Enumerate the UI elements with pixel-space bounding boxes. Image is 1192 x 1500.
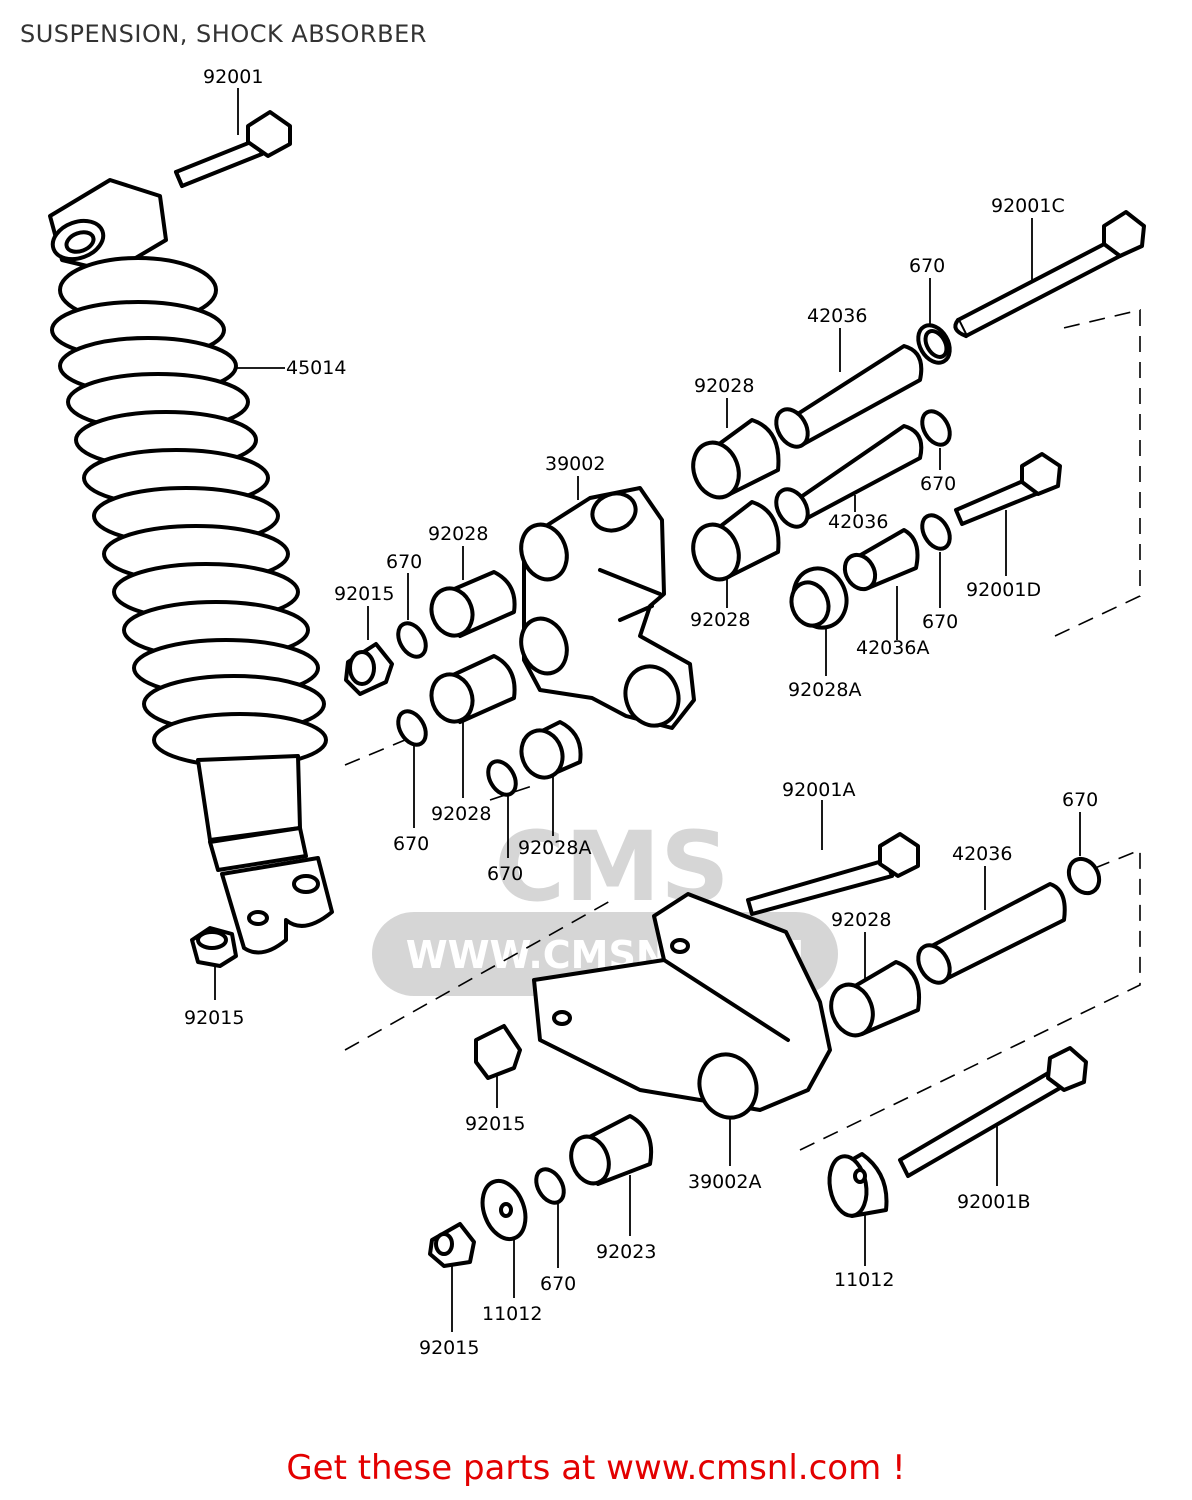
label-92015-low: 92015: [465, 1113, 525, 1135]
label-92028-top: 92028: [694, 375, 754, 397]
nut-92015-left: [344, 642, 394, 696]
nut-92015-bottom: [428, 1222, 476, 1268]
label-92015-bottom: 92015: [419, 1337, 479, 1359]
label-92015-left: 92015: [334, 583, 394, 605]
sleeve-42036-top: [774, 344, 924, 449]
sleeve-42036-mid: [774, 424, 924, 529]
bolt-92001A: [746, 832, 920, 916]
label-670-top: 670: [909, 255, 945, 277]
washer-670-left-low: [396, 709, 428, 747]
label-670-far-right: 670: [1062, 789, 1098, 811]
label-92028-right-mid: 92028: [690, 609, 750, 631]
sleeve-42036A: [842, 528, 920, 592]
washer-670-left-top: [396, 621, 428, 659]
label-670-left-low: 670: [393, 833, 429, 855]
shock-absorber-45014: [48, 178, 334, 955]
bushing-92028-top: [691, 418, 781, 500]
label-670-left-top: 670: [386, 551, 422, 573]
bushing-92028-left-top: [429, 570, 517, 638]
label-92028-left-low: 92028: [431, 803, 491, 825]
label-92028-left-top: 92028: [428, 523, 488, 545]
label-45014: 45014: [286, 357, 346, 379]
bracket-39002: [519, 486, 696, 730]
label-39002: 39002: [545, 453, 605, 475]
bolt-92001B: [898, 1046, 1088, 1178]
label-670-mid-right: 670: [920, 473, 956, 495]
bushing-92023: [569, 1114, 653, 1186]
label-42036-low: 42036: [952, 843, 1012, 865]
label-92001A: 92001A: [782, 779, 855, 801]
bolt-92001: [174, 110, 292, 188]
nut-92015-shock: [190, 926, 238, 968]
bolt-92001C: [953, 210, 1146, 338]
washer-11012-right: [827, 1152, 889, 1218]
label-670-right-low: 670: [922, 611, 958, 633]
label-92001: 92001: [203, 66, 263, 88]
bushing-92028-mid: [691, 500, 781, 582]
parts: [48, 110, 1146, 1268]
label-42036-top: 42036: [807, 305, 867, 327]
label-92001D: 92001D: [966, 579, 1041, 601]
nut-92015-low: [474, 1024, 522, 1080]
label-11012-right: 11012: [834, 1269, 894, 1291]
label-92028A-right: 92028A: [788, 679, 861, 701]
label-670-bottom: 670: [540, 1273, 576, 1295]
reference-frames: [344, 308, 1141, 1151]
washer-670-center: [486, 759, 518, 797]
label-11012-left: 11012: [482, 1303, 542, 1325]
label-92028-low: 92028: [831, 909, 891, 931]
washer-670-mid: [920, 409, 952, 447]
label-92023: 92023: [596, 1241, 656, 1263]
seal-92028A-center: [519, 720, 583, 780]
washer-670-top: [916, 323, 952, 365]
label-92001B: 92001B: [957, 1191, 1030, 1213]
page-title: SUSPENSION, SHOCK ABSORBER: [20, 20, 427, 48]
arm-39002A: [532, 892, 832, 1120]
washer-670-far-right: [1066, 856, 1102, 896]
label-92001C: 92001C: [991, 195, 1065, 217]
part-labels: 92001 45014 92001C 670 42036 92028 39002…: [184, 66, 1098, 1359]
label-670-center: 670: [487, 863, 523, 885]
washer-670-right-low: [920, 513, 952, 551]
bushing-92028-left-low: [429, 654, 517, 724]
label-92015-shock: 92015: [184, 1007, 244, 1029]
label-39002A: 39002A: [688, 1171, 761, 1193]
footer-link[interactable]: Get these parts at www.cmsnl.com !: [286, 1448, 906, 1488]
label-42036-mid: 42036: [828, 511, 888, 533]
label-42036A: 42036A: [856, 637, 929, 659]
seal-92028A-right: [789, 566, 849, 630]
washer-670-bottom: [534, 1167, 566, 1205]
bushing-92028-low: [829, 960, 921, 1038]
label-92028A-center: 92028A: [518, 837, 591, 859]
sleeve-42036-low: [916, 882, 1067, 985]
washer-11012-left: [480, 1178, 528, 1242]
bolt-92001D: [954, 452, 1062, 526]
